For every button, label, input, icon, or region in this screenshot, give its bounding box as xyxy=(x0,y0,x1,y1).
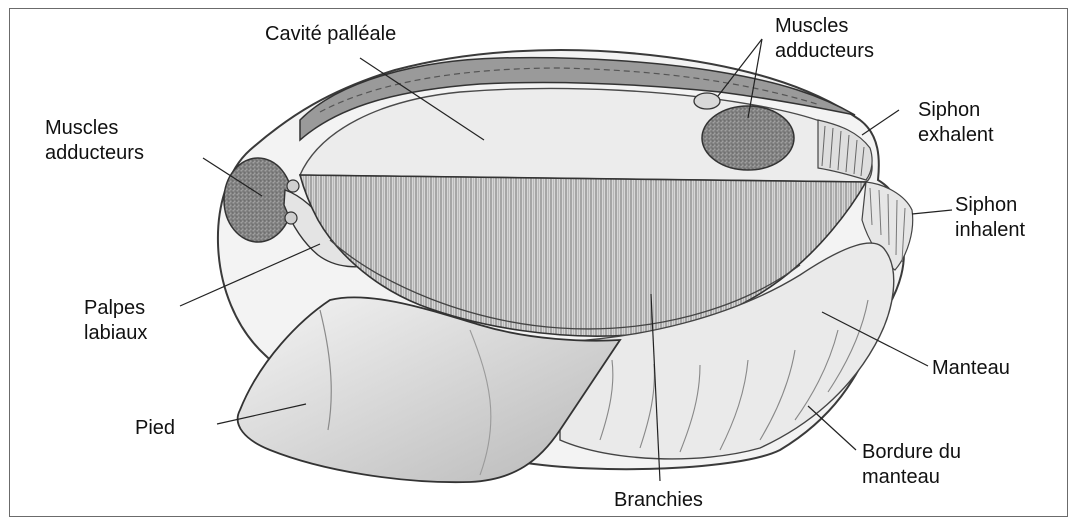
mouth-opening-lower xyxy=(285,212,297,224)
label-siphon-exhalent-line2: exhalent xyxy=(918,123,994,148)
label-siphon-inhalent-line2: inhalent xyxy=(955,218,1025,243)
label-bordure-du-manteau-line2: manteau xyxy=(862,465,961,490)
label-bordure-du-manteau: Bordure du manteau xyxy=(862,440,961,490)
label-branchies: Branchies xyxy=(614,488,703,513)
label-bordure-du-manteau-line1: Bordure du xyxy=(862,440,961,465)
label-pied: Pied xyxy=(135,416,175,441)
label-palpes-labiaux-line1: Palpes xyxy=(84,296,147,321)
label-muscles-adducteurs-right: Muscles adducteurs xyxy=(775,14,874,64)
label-siphon-exhalent-line1: Siphon xyxy=(918,98,994,123)
label-muscles-adducteurs-right-line2: adducteurs xyxy=(775,39,874,64)
label-muscles-adducteurs-right-line1: Muscles xyxy=(775,14,874,39)
posterior-retractor-muscle xyxy=(694,93,720,109)
label-cavite-palleale: Cavité palléale xyxy=(265,22,396,47)
label-palpes-labiaux-line2: labiaux xyxy=(84,321,147,346)
label-palpes-labiaux: Palpes labiaux xyxy=(84,296,147,346)
label-muscles-adducteurs-left-line1: Muscles xyxy=(45,116,144,141)
mouth-opening xyxy=(287,180,299,192)
anterior-adductor-muscle xyxy=(224,158,292,242)
label-manteau: Manteau xyxy=(932,356,1010,381)
label-siphon-inhalent: Siphon inhalent xyxy=(955,193,1025,243)
label-siphon-exhalent: Siphon exhalent xyxy=(918,98,994,148)
label-muscles-adducteurs-left-line2: adducteurs xyxy=(45,141,144,166)
label-siphon-inhalent-line1: Siphon xyxy=(955,193,1025,218)
label-muscles-adducteurs-left: Muscles adducteurs xyxy=(45,116,144,166)
